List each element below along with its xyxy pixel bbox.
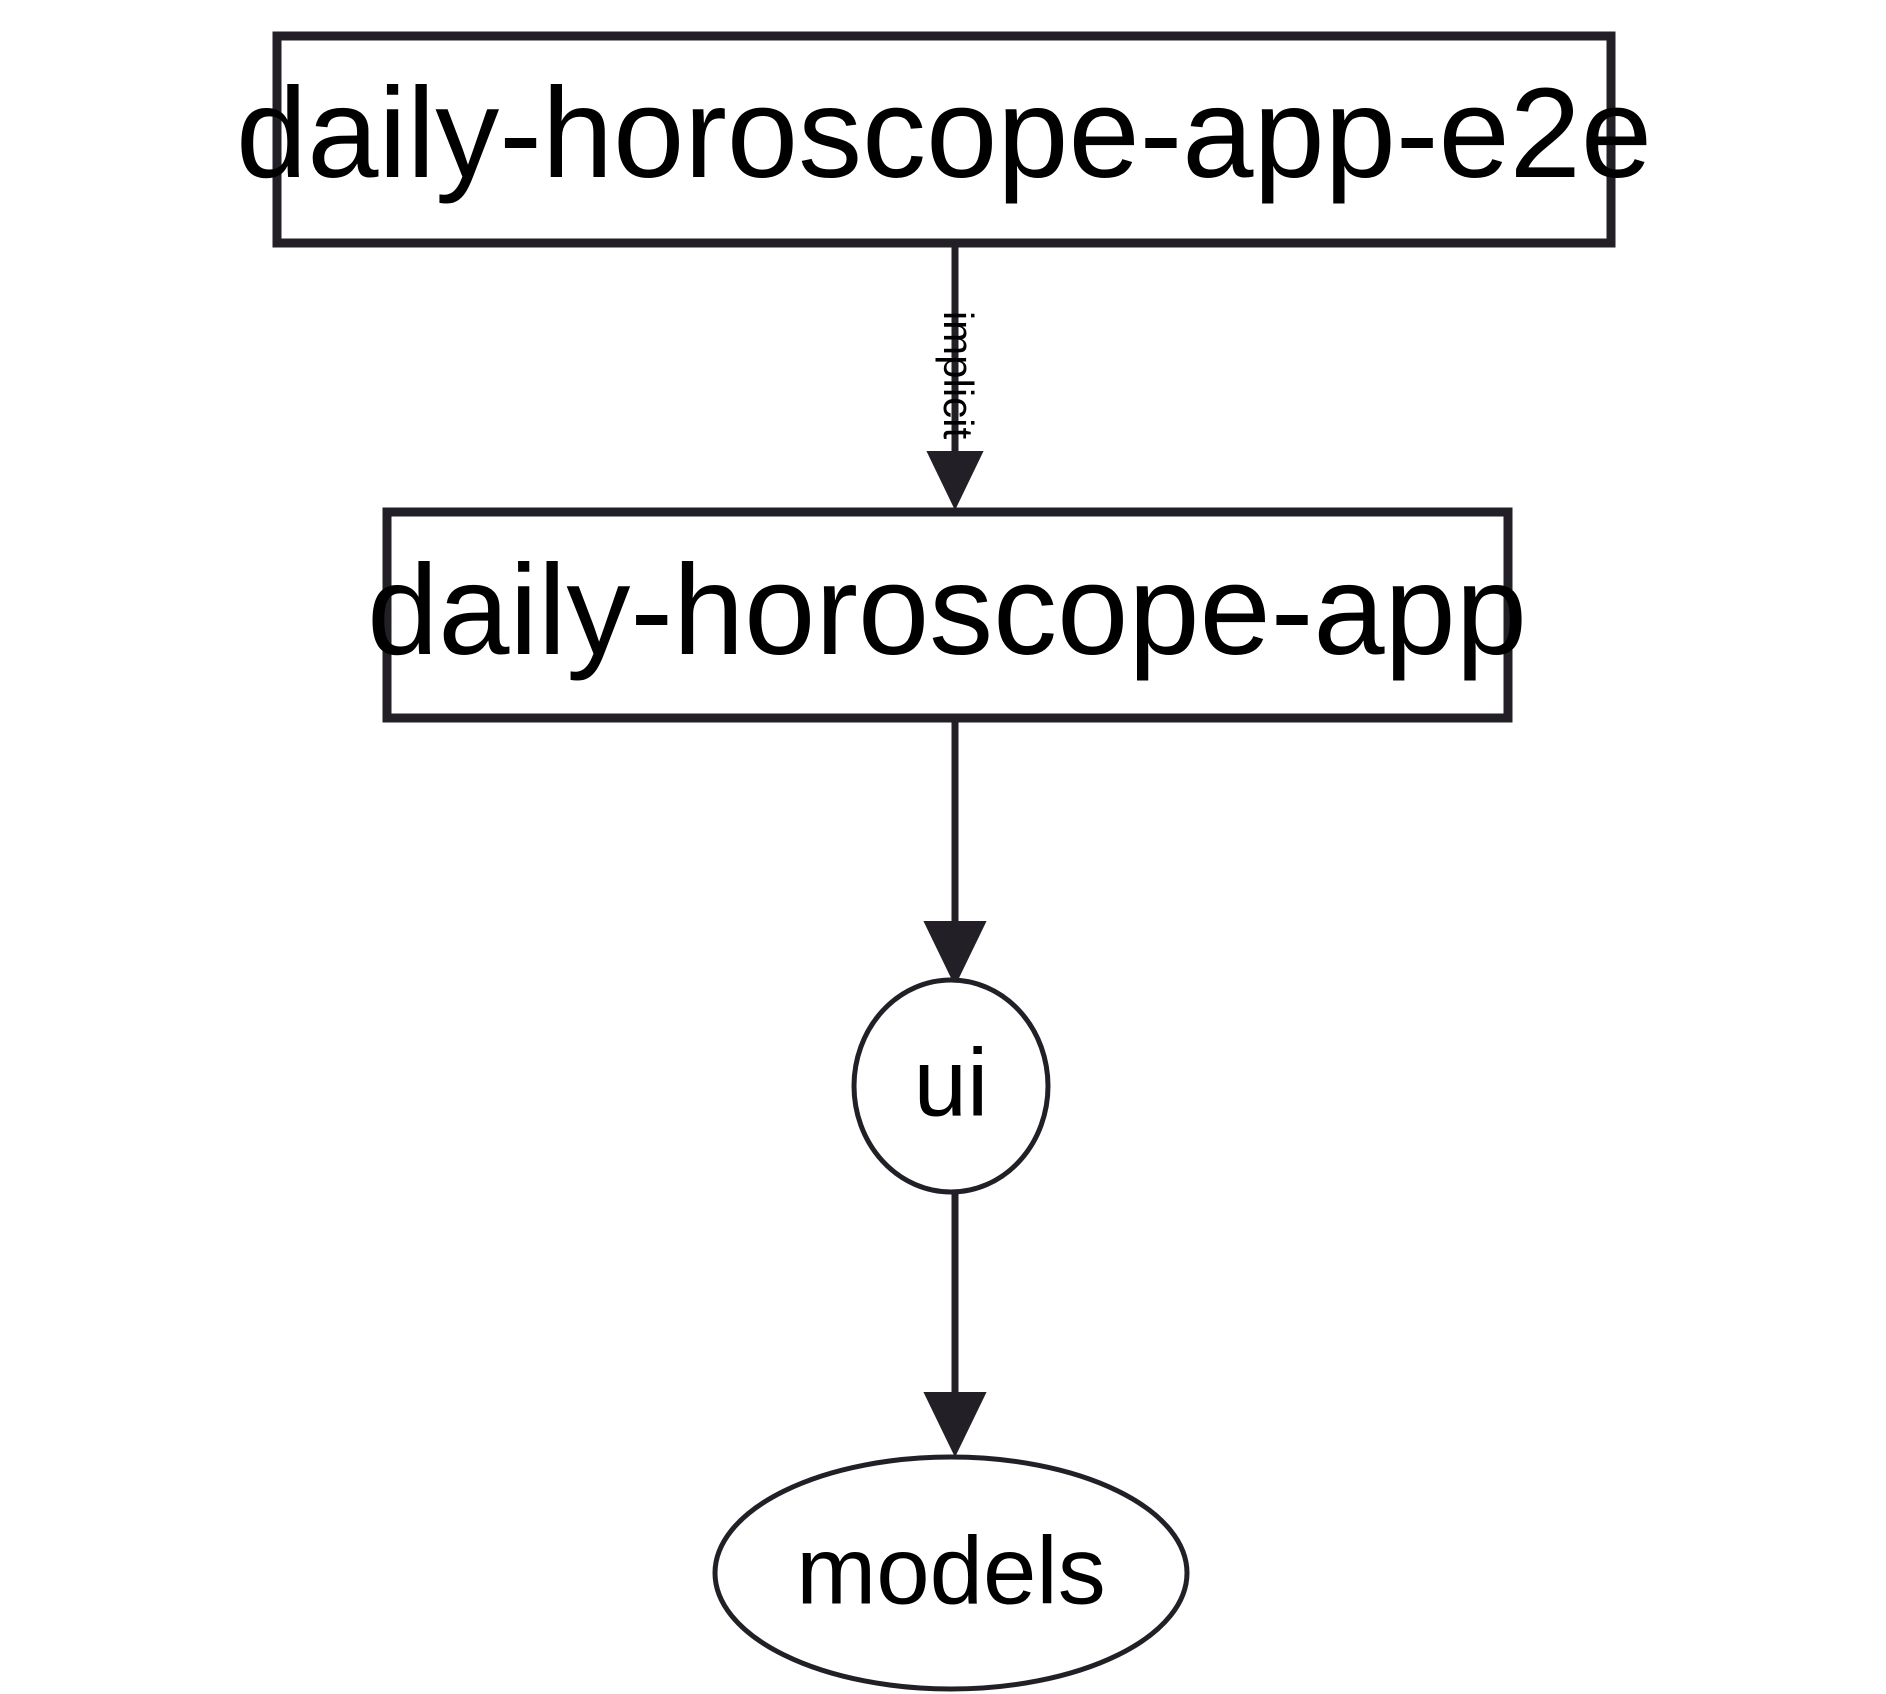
node-daily-horoscope-app-e2e[interactable]: daily-horoscope-app-e2e — [236, 31, 1652, 248]
node-daily-horoscope-app-e2e-label: daily-horoscope-app-e2e — [236, 62, 1652, 205]
node-ui-label: ui — [914, 1029, 989, 1136]
edge-ui-to-models-arrowhead — [923, 1392, 987, 1458]
edge-ui-to-models[interactable] — [923, 1192, 987, 1458]
edge-e2e-to-app[interactable] — [926, 245, 984, 511]
edge-label-implicit: implicit — [935, 311, 982, 440]
node-ui[interactable]: ui — [851, 977, 1051, 1195]
node-models-shape — [712, 1454, 1190, 1692]
node-models[interactable]: models — [712, 1454, 1190, 1692]
node-models-label: models — [796, 1517, 1105, 1624]
node-daily-horoscope-app-e2e-shape — [272, 31, 1616, 248]
node-daily-horoscope-app-shape — [382, 507, 1513, 723]
edge-label-implicit-text: implicit — [935, 311, 982, 440]
edge-app-to-ui[interactable] — [923, 720, 987, 987]
node-daily-horoscope-app[interactable]: daily-horoscope-app — [367, 507, 1527, 723]
node-daily-horoscope-app-label: daily-horoscope-app — [367, 539, 1527, 682]
edge-e2e-to-app-arrowhead — [926, 451, 984, 511]
node-ui-shape — [851, 977, 1051, 1195]
edge-app-to-ui-arrowhead — [923, 921, 987, 987]
